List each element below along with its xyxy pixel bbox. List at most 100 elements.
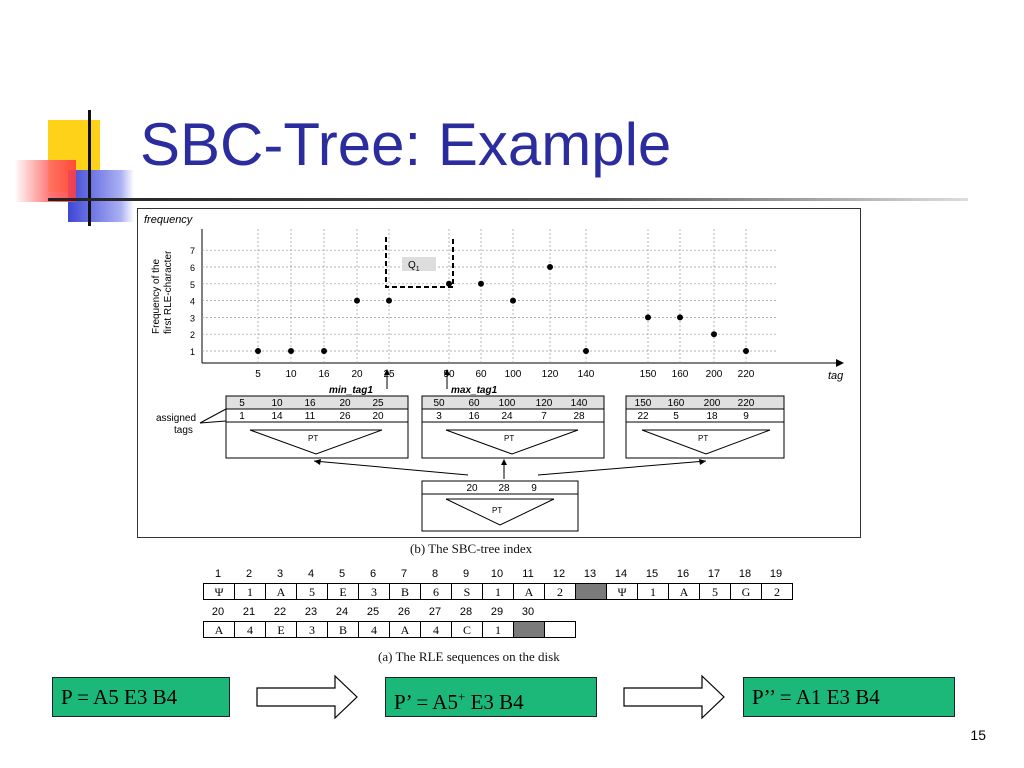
- deco-vertical-line: [88, 110, 91, 226]
- rle-cell: E: [327, 583, 359, 600]
- data-point: [547, 264, 553, 270]
- rle-cell: 3: [296, 621, 328, 638]
- x-axis-title: tag: [828, 370, 844, 382]
- leaf-tag: 18: [706, 411, 718, 422]
- rle-position-number: 27: [428, 606, 442, 618]
- rle-position-number: 3: [276, 568, 284, 580]
- rle-position-number: 5: [338, 568, 346, 580]
- leaf-key: 220: [738, 398, 755, 409]
- title-underline: [48, 198, 968, 201]
- rle-cell: 1: [482, 583, 514, 600]
- leaf-key: 50: [433, 398, 445, 409]
- x-tick-label: 200: [706, 369, 723, 380]
- rle-cell: B: [327, 621, 359, 638]
- root-node: PT: [421, 480, 579, 532]
- y-tick-label: 4: [190, 297, 195, 307]
- leaf-key: 16: [304, 398, 316, 409]
- figure-svg: frequency Frequency of the first RLE-cha…: [144, 214, 844, 532]
- rle-position-number: 16: [676, 568, 690, 580]
- rle-cell: A: [513, 583, 545, 600]
- rle-position-number: 7: [400, 568, 408, 580]
- root-key: 9: [531, 483, 537, 494]
- y-axis-subtitle-1: Frequency of the: [151, 259, 162, 334]
- y-tick-label: 1: [190, 347, 195, 357]
- leaf-tag: 5: [673, 411, 679, 422]
- x-axis-arrow: [836, 359, 844, 367]
- x-tick-label: 20: [351, 369, 363, 380]
- rle-cell: 1: [482, 621, 514, 638]
- leaf-tag: 7: [541, 411, 547, 422]
- rle-cell: Ψ: [606, 583, 638, 600]
- pt-label-root: PT: [492, 506, 502, 515]
- rle-cell: A: [265, 583, 297, 600]
- rle-position-number: 22: [273, 606, 287, 618]
- data-point: [288, 348, 294, 354]
- data-point: [386, 297, 392, 304]
- leaf-tag: 3: [436, 411, 442, 422]
- x-tick-label: 120: [542, 369, 559, 380]
- data-points: [255, 264, 749, 354]
- rle-cell: C: [451, 621, 483, 638]
- data-point: [321, 348, 327, 354]
- rle-position-number: 1: [214, 568, 222, 580]
- data-point: [446, 280, 452, 287]
- leaf-key: 20: [339, 398, 351, 409]
- leaf-key: 60: [468, 398, 480, 409]
- y-tick-label: 7: [190, 246, 195, 256]
- y-tick-label: 3: [190, 313, 195, 323]
- query-box: [385, 237, 454, 288]
- rle-cell: 2: [761, 583, 793, 600]
- root-arrow-left: [313, 460, 469, 476]
- rle-position-number: 26: [397, 606, 411, 618]
- x-tick-label: 16: [318, 369, 330, 380]
- min-tag-arrow-head: [384, 369, 390, 375]
- deco-red-square: [14, 160, 76, 202]
- data-point: [583, 348, 589, 354]
- leaf-node-3: PT: [625, 395, 785, 459]
- leaf-key: 140: [571, 398, 588, 409]
- rle-position-number: 17: [707, 568, 721, 580]
- rle-cell: B: [389, 583, 421, 600]
- data-point: [510, 297, 516, 304]
- y-tick-label: 5: [190, 280, 195, 290]
- x-tick-label: 5: [255, 369, 261, 380]
- rle-cell: [513, 621, 545, 638]
- data-point: [478, 280, 484, 287]
- leaf-key: 150: [635, 398, 652, 409]
- x-tick-label: 160: [672, 369, 689, 380]
- leaf-tag: 22: [637, 411, 649, 422]
- rle-position-number: 15: [645, 568, 659, 580]
- leaf-tag: 24: [501, 411, 513, 422]
- min-tag-label: min_tag1: [329, 385, 373, 396]
- root-key: 28: [498, 483, 510, 494]
- assigned-label-1: assigned: [156, 413, 196, 424]
- rle-cell: A: [203, 621, 235, 638]
- caption-b: (b) The SBC-tree index: [410, 541, 533, 556]
- rle-cell: 4: [420, 621, 452, 638]
- rle-position-number: 13: [583, 568, 597, 580]
- data-point: [645, 314, 651, 321]
- arrow-icon-1: [256, 674, 358, 720]
- x-tick-label: 140: [578, 369, 595, 380]
- leaf-tag: 28: [573, 411, 585, 422]
- x-tick-label: 100: [505, 369, 522, 380]
- leaf-key: 5: [239, 398, 245, 409]
- rle-position-number: 24: [335, 606, 349, 618]
- rle-position-number: 9: [462, 568, 470, 580]
- rle-cell: 2: [544, 583, 576, 600]
- rle-position-number: 18: [738, 568, 752, 580]
- root-arrow-right-head: [699, 459, 706, 465]
- root-arrow-left-head: [314, 459, 321, 465]
- x-tick-label: 220: [738, 369, 755, 380]
- rle-cell: A: [389, 621, 421, 638]
- rle-position-number: 4: [307, 568, 315, 580]
- leaf-tag: 11: [305, 411, 316, 422]
- rle-position-number: 20: [211, 606, 225, 618]
- rle-cell: [544, 621, 576, 638]
- assigned-pointer: [199, 408, 227, 424]
- rle-cell: 4: [234, 621, 266, 638]
- rle-cell: Ψ: [203, 583, 235, 600]
- rle-cell: 3: [358, 583, 390, 600]
